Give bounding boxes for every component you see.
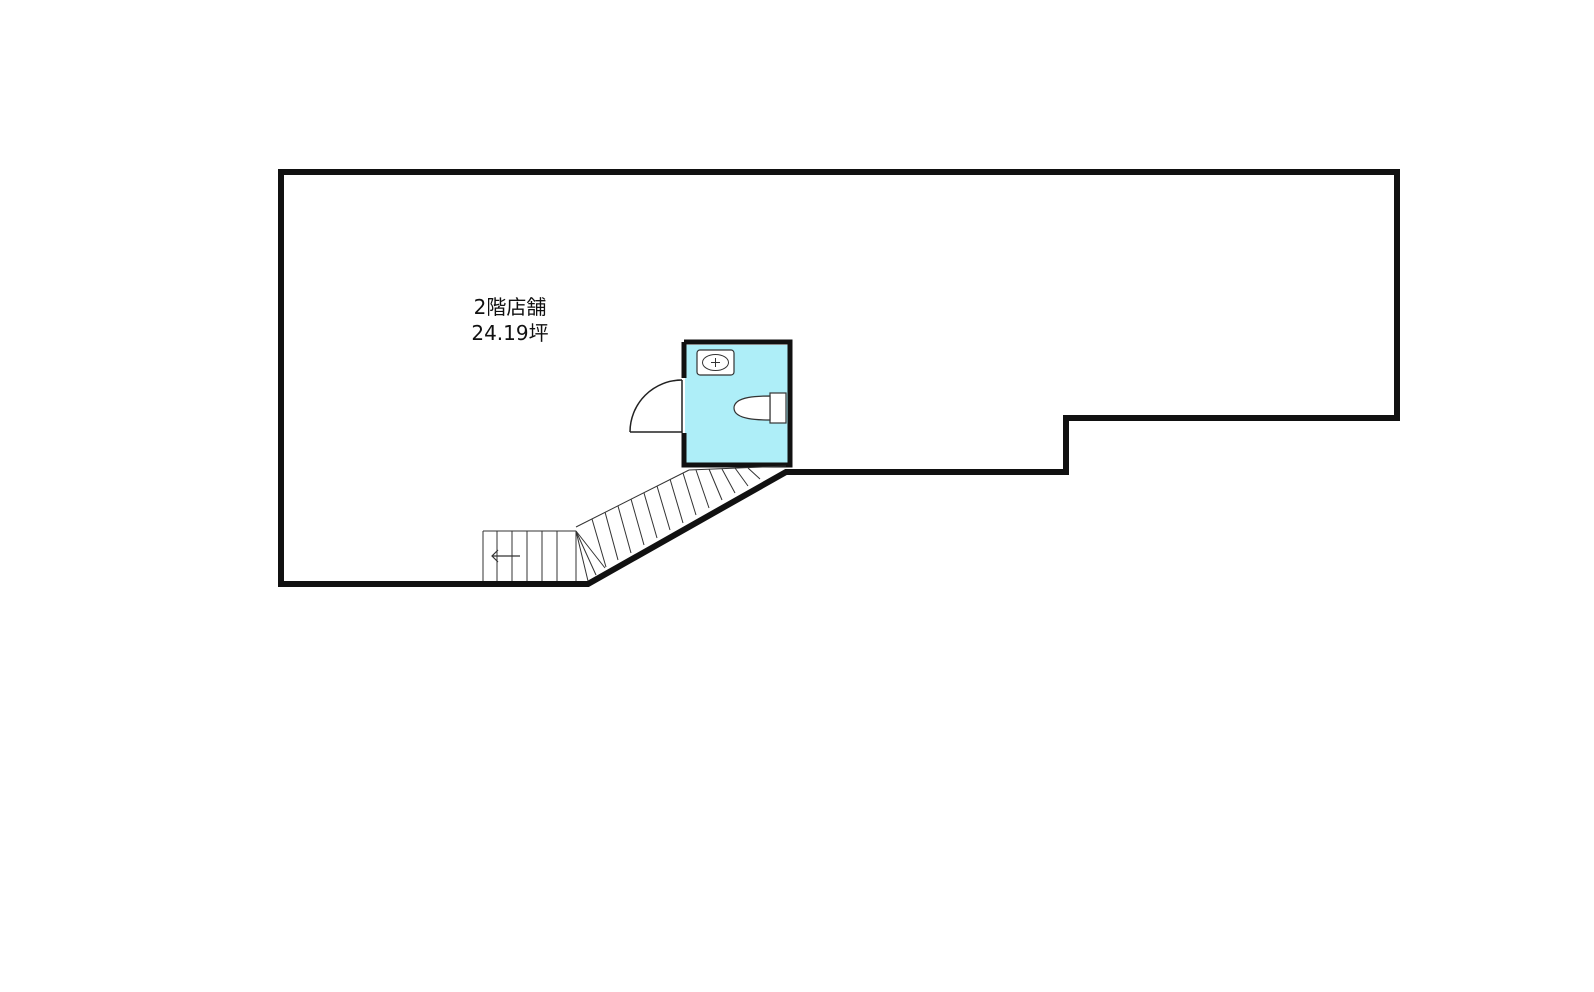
outer-wall <box>278 169 1400 587</box>
washbasin-icon <box>696 349 735 376</box>
staircase <box>482 465 787 582</box>
room-label: 2階店舗 24.19坪 <box>430 294 590 346</box>
stair-direction-arrow-icon <box>491 549 520 563</box>
door-swing <box>629 379 683 433</box>
room-area: 24.19坪 <box>471 321 549 345</box>
room-name: 2階店舗 <box>473 295 547 319</box>
toilet-icon <box>733 392 787 424</box>
